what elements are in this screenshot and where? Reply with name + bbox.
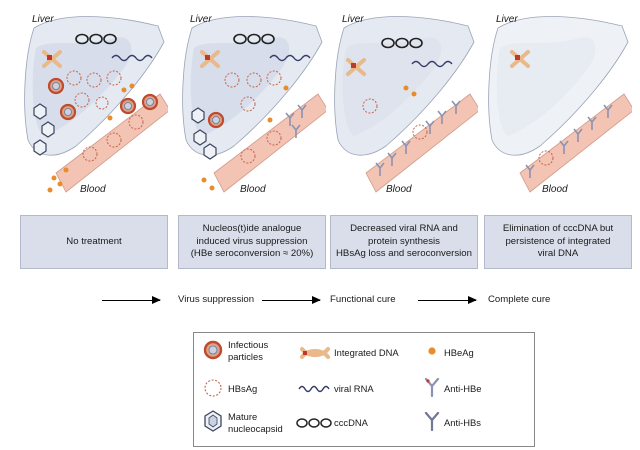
caption-line: persistence of integrated bbox=[505, 235, 611, 247]
legend-label: Infectious bbox=[228, 339, 269, 350]
panel-3-illustration bbox=[334, 16, 478, 193]
legend-anti-hbs: Anti-HBs bbox=[444, 417, 481, 428]
liver-label: Liver bbox=[32, 14, 54, 25]
legend-integrated-dna: Integrated DNA bbox=[334, 347, 399, 358]
viral-rna-icon bbox=[269, 54, 311, 62]
anti-hbs-icon bbox=[525, 104, 613, 178]
hbsag-icon bbox=[224, 70, 282, 164]
panel-elimination-cccdna: Liver Blood bbox=[484, 8, 632, 203]
integrated-dna-marker bbox=[351, 63, 356, 68]
caption-line: Nucleos(t)ide analogue bbox=[202, 223, 302, 235]
legend-label: Mature bbox=[228, 411, 258, 422]
legend-anti-hbe: Anti-HBe bbox=[444, 383, 482, 394]
progression-arrow-3 bbox=[418, 294, 477, 306]
hbeag-icon bbox=[403, 85, 417, 97]
cccdna-icon bbox=[296, 418, 332, 428]
caption-virus-suppression: Nucleos(t)ide analogue induced virus sup… bbox=[178, 215, 326, 269]
hbsag-icon bbox=[204, 379, 222, 397]
anti-hbs-icon bbox=[424, 411, 440, 431]
anti-hbe-icon bbox=[424, 377, 440, 397]
legend-cccdna: cccDNA bbox=[334, 417, 368, 428]
infectious-particle-icon bbox=[203, 340, 223, 360]
caption-line: Decreased viral RNA and bbox=[350, 223, 458, 235]
stage-complete-cure: Complete cure bbox=[488, 294, 551, 305]
hbeag-icon bbox=[428, 347, 436, 355]
caption-elimination-cccdna: Elimination of cccDNA but persistence of… bbox=[484, 215, 632, 269]
panel-no-treatment: Liver Blood bbox=[20, 8, 168, 203]
caption-line: (HBe seroconversion ≈ 20%) bbox=[190, 248, 314, 260]
legend-viral-rna: viral RNA bbox=[334, 383, 374, 394]
caption-no-treatment: No treatment bbox=[20, 215, 168, 269]
blood-label: Blood bbox=[80, 184, 106, 195]
caption-line: protein synthesis bbox=[367, 235, 440, 247]
anti-hbe-icon bbox=[285, 104, 307, 138]
legend: Infectious particles HBsAg Mature nucleo… bbox=[193, 332, 535, 447]
liver-label: Liver bbox=[342, 14, 364, 25]
caption-line: No treatment bbox=[66, 235, 122, 247]
stage-virus-suppression: Virus suppression bbox=[178, 294, 255, 305]
progression-arrow-2 bbox=[262, 294, 321, 306]
hbeag-icon bbox=[201, 85, 289, 191]
blood-vessel-icon bbox=[55, 93, 168, 193]
panel-1-illustration bbox=[24, 16, 168, 193]
hbeag-icon bbox=[47, 83, 135, 193]
liver-label: Liver bbox=[190, 14, 212, 25]
caption-line: viral DNA bbox=[537, 248, 579, 260]
legend-mature-nucleocapsid: Mature nucleocapsid bbox=[228, 411, 283, 434]
blood-label: Blood bbox=[542, 184, 568, 195]
blood-label: Blood bbox=[386, 184, 412, 195]
legend-infectious-particles: Infectious particles bbox=[228, 339, 268, 362]
progression-arrow-1 bbox=[102, 294, 161, 306]
cccdna-icon bbox=[75, 33, 117, 45]
hbsag-icon bbox=[538, 150, 554, 166]
caption-decreased-viral-rna: Decreased viral RNA and protein synthesi… bbox=[330, 215, 478, 269]
cccdna-icon bbox=[381, 37, 423, 49]
viral-rna-icon bbox=[111, 54, 153, 62]
panel-2-illustration bbox=[182, 16, 326, 193]
mature-nucleocapsid-icon bbox=[33, 103, 55, 156]
blood-vessel-icon bbox=[519, 93, 632, 193]
panel-4-illustration bbox=[488, 16, 632, 193]
caption-line: HBsAg loss and seroconversion bbox=[336, 248, 472, 260]
legend-label: particles bbox=[228, 350, 263, 362]
legend-hbsag: HBsAg bbox=[228, 383, 258, 394]
integrated-dna-marker bbox=[205, 55, 210, 60]
panel-nucleoside-analogue: Liver Blood bbox=[178, 8, 326, 203]
mature-nucleocapsid-icon bbox=[191, 107, 217, 160]
caption-line: Elimination of cccDNA but bbox=[502, 223, 614, 235]
mature-nucleocapsid-icon bbox=[204, 410, 222, 432]
blood-vessel-icon bbox=[213, 93, 326, 193]
hbsag-icon bbox=[362, 98, 428, 140]
integrated-dna-marker bbox=[515, 55, 520, 60]
panel-decreased-viral-rna: Liver Blood bbox=[330, 8, 478, 203]
integrated-dna-marker bbox=[47, 55, 52, 60]
hbsag-icon bbox=[66, 70, 144, 162]
stage-functional-cure: Functional cure bbox=[330, 294, 396, 305]
liver-label: Liver bbox=[496, 14, 518, 25]
caption-line: induced virus suppression bbox=[196, 235, 308, 247]
viral-rna-icon bbox=[298, 385, 330, 393]
cccdna-icon bbox=[233, 33, 275, 45]
anti-hbs-icon bbox=[375, 100, 461, 176]
legend-hbeag: HBeAg bbox=[444, 347, 474, 358]
blood-label: Blood bbox=[240, 184, 266, 195]
blood-vessel-icon bbox=[365, 93, 478, 193]
legend-label: nucleocapsid bbox=[228, 422, 283, 434]
integrated-dna-icon bbox=[300, 347, 330, 359]
viral-rna-icon bbox=[411, 60, 453, 68]
infectious-particle-icon bbox=[47, 77, 159, 121]
